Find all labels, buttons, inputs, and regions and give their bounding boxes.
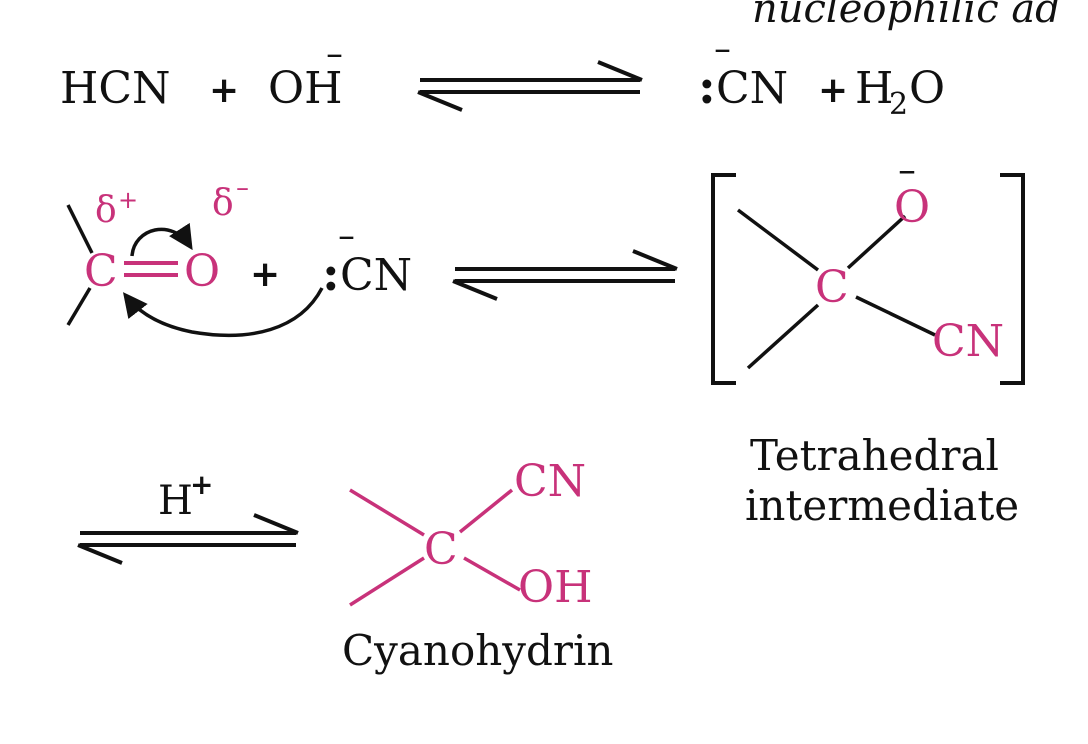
hcn-label: HCN — [60, 63, 171, 114]
proton-charge: + — [190, 468, 213, 501]
plus-sign: + — [250, 254, 280, 295]
cyanohydrin-cyano: CN — [514, 456, 586, 507]
electron-shift-arrow — [130, 222, 193, 257]
tetrahedral-intermediate: O – C CN — [711, 150, 1025, 385]
oxygen-charge: – — [898, 150, 916, 191]
cyanohydrin-caption: Cyanohydrin — [342, 626, 613, 675]
equilibrium-arrow — [452, 249, 678, 301]
delta-minus-superscript: – — [236, 173, 249, 203]
hydroxide-label: OH — [268, 63, 342, 114]
cyanohydrin-carbon: C — [424, 524, 458, 575]
equilibrium-arrow — [77, 513, 299, 565]
left-bracket — [711, 173, 736, 385]
intermediate-cyano: CN — [932, 316, 1004, 367]
carbonyl-oxygen: O — [184, 246, 220, 297]
cyanide-label: CN — [340, 250, 412, 301]
delta-plus: δ — [95, 190, 117, 231]
cyanide-charge: – — [714, 29, 731, 69]
delta-minus: δ — [212, 183, 234, 224]
intermediate-oxygen: O — [894, 182, 930, 233]
cyanohydrin-hydroxyl: OH — [518, 562, 592, 613]
header-text: nucleophilic ad — [752, 0, 1061, 32]
intermediate-caption: Tetrahedral — [750, 431, 999, 480]
cyanide-lone-pair: : — [322, 246, 340, 302]
equilibrium-arrow — [417, 60, 643, 112]
water-h: H — [855, 63, 893, 114]
intermediate-carbon: C — [815, 262, 849, 313]
cyanide-lone-pair: : — [698, 59, 716, 115]
water-subscript: 2 — [889, 87, 908, 122]
plus-sign: + — [818, 70, 848, 111]
intermediate-caption: intermediate — [745, 481, 1019, 530]
cyanide-charge: – — [338, 216, 355, 256]
cyanide-label: CN — [716, 63, 788, 114]
carbonyl-carbon: C — [84, 246, 118, 297]
delta-plus-superscript: + — [118, 186, 138, 214]
cyanohydrin-structure: C CN OH — [349, 456, 592, 613]
plus-sign: + — [209, 70, 239, 111]
carbonyl-group: δ + δ – C O — [66, 173, 249, 326]
water-o: O — [909, 63, 945, 114]
right-bracket — [1000, 173, 1025, 385]
nucleophilic-attack-arrow — [122, 287, 324, 338]
hydroxide-charge: – — [326, 34, 343, 74]
proton-reagent: H — [158, 478, 193, 524]
